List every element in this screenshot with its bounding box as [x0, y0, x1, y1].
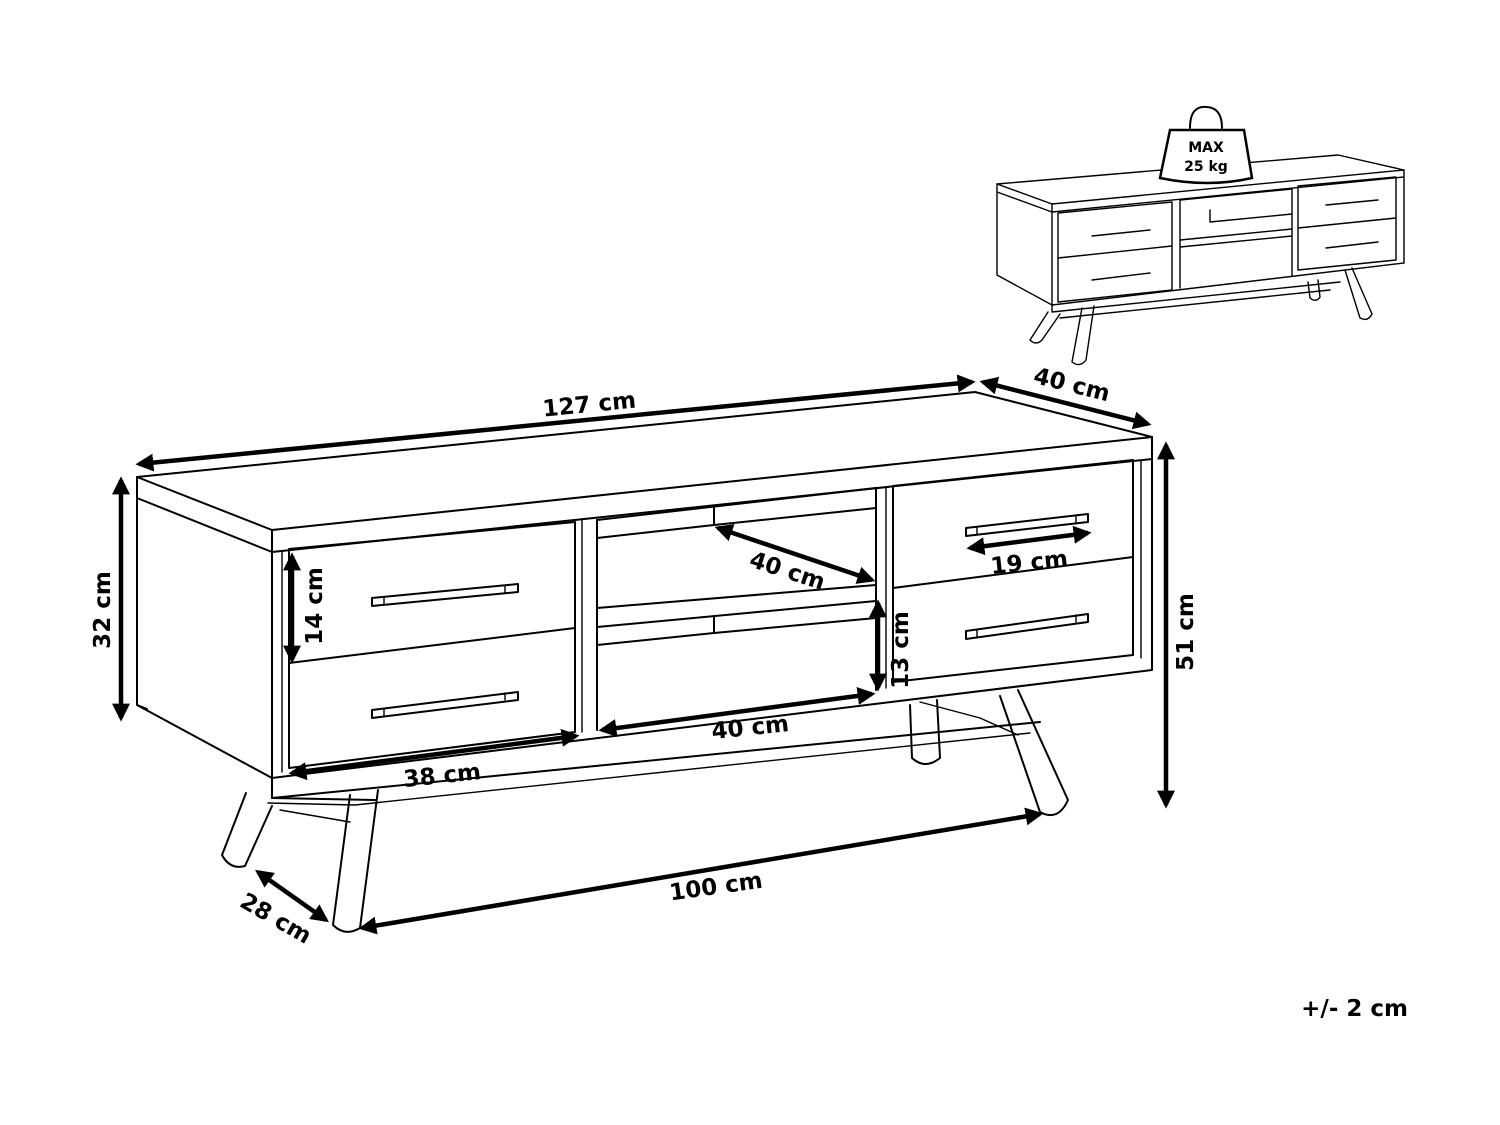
total-height-label: 51 cm	[1173, 593, 1199, 671]
handle-length-label: 19 cm	[989, 546, 1069, 580]
max-load-label: MAX	[1188, 140, 1224, 156]
shelf-height-label: 13 cm	[888, 611, 914, 689]
drawer-width-label: 38 cm	[402, 759, 482, 793]
body-height-label: 32 cm	[90, 571, 116, 649]
drawer-height-label: 14 cm	[302, 567, 328, 645]
tolerance-note: +/- 2 cm	[1301, 996, 1408, 1022]
depth-label: 40 cm	[1031, 363, 1113, 407]
leg-depth-label: 28 cm	[235, 888, 315, 949]
tv-stand-thumbnail	[996, 154, 1405, 366]
max-load-value: 25 kg	[1184, 159, 1228, 175]
tv-stand-main-view	[136, 391, 1153, 933]
shelf-depth-label: 40 cm	[746, 547, 828, 596]
weight-icon: MAX 25 kg	[1158, 105, 1254, 185]
dimension-lines	[112, 374, 1175, 935]
